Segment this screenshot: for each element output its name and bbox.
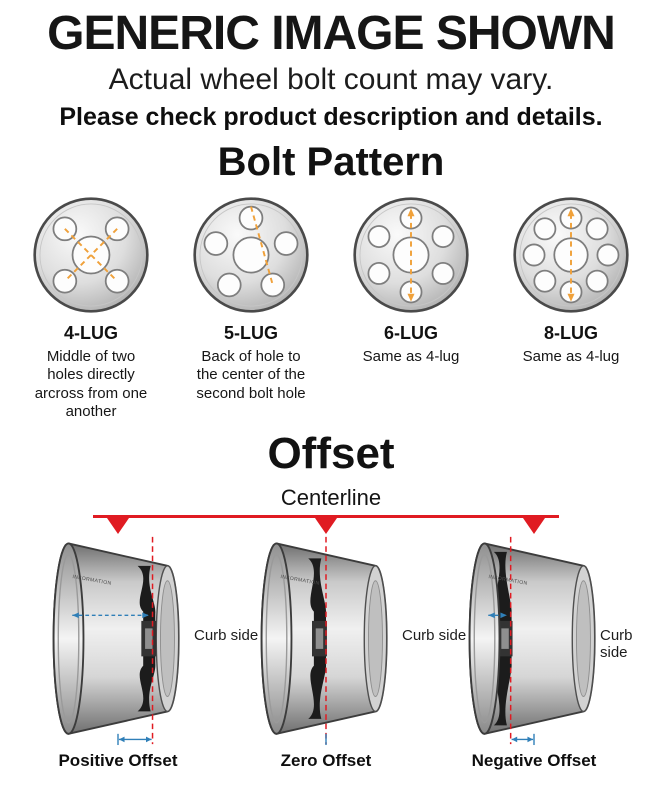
centerline-arrow-icon: [107, 518, 129, 535]
lug-item-6: 6-LUG Same as 4-lug: [336, 189, 486, 421]
lug-row: 4-LUG Middle of two holes directly arcro…: [0, 189, 662, 421]
subtitle: Actual wheel bolt count may vary.: [108, 63, 554, 96]
centerline-label: Centerline: [280, 485, 382, 511]
lug-diagram-6-icon: [353, 197, 469, 313]
centerline-arrow-icon: [315, 518, 337, 535]
curb-side-label: Curb side: [194, 627, 259, 645]
lug-label-8: 8-LUG: [544, 323, 598, 343]
offset-heading: Offset: [267, 429, 395, 479]
wheel-positive-icon: INFORMATION: [52, 537, 180, 746]
wheel-cross-section-negative: INFORMATION: [464, 533, 604, 748]
lug-label-4: 4-LUG: [64, 323, 118, 343]
centerline-arrow-icon: [523, 518, 545, 535]
lug-description-6: Same as 4-lug: [362, 348, 460, 365]
bolt-pattern-heading: Bolt Pattern: [217, 140, 445, 184]
lug-diagram-4-icon: [33, 197, 149, 313]
wheel-cross-section-zero: INFORMATION: [256, 533, 396, 748]
page-title: GENERIC IMAGE SHOWN: [47, 7, 616, 60]
wheel-zero-icon: INFORMATION: [260, 537, 388, 746]
header: GENERIC IMAGE SHOWN Actual wheel bolt co…: [0, 0, 662, 132]
offset-label-negative: Negative Offset: [471, 751, 597, 771]
offset-label-positive: Positive Offset: [58, 751, 178, 771]
lug-label-6: 6-LUG: [384, 323, 438, 343]
curb-side-label: Curb side: [402, 627, 467, 645]
lug-item-5: 5-LUG Back of hole to the center of the …: [176, 189, 326, 421]
lug-description-5: Back of hole to the center of the second…: [196, 348, 306, 402]
lug-item-4: 4-LUG Middle of two holes directly arcro…: [16, 189, 166, 421]
lug-diagram-5-icon: [193, 197, 309, 313]
lug-description-4: Middle of two holes directly arcross fro…: [34, 348, 148, 420]
note-text: Please check product description and det…: [59, 103, 603, 131]
centerline-bar: [93, 515, 559, 519]
offset-section: Offset Centerline: [0, 429, 662, 781]
offset-label-zero: Zero Offset: [280, 751, 372, 771]
lug-item-8: 8-LUG Same as 4-lug: [496, 189, 646, 421]
wheel-negative-icon: INFORMATION: [468, 537, 596, 746]
lug-description-8: Same as 4-lug: [522, 348, 620, 365]
lug-diagram-8-icon: [513, 197, 629, 313]
wheel-cross-section-positive: INFORMATION: [48, 533, 188, 748]
curb-side-label: Curb side: [600, 627, 633, 662]
lug-label-5: 5-LUG: [224, 323, 278, 343]
